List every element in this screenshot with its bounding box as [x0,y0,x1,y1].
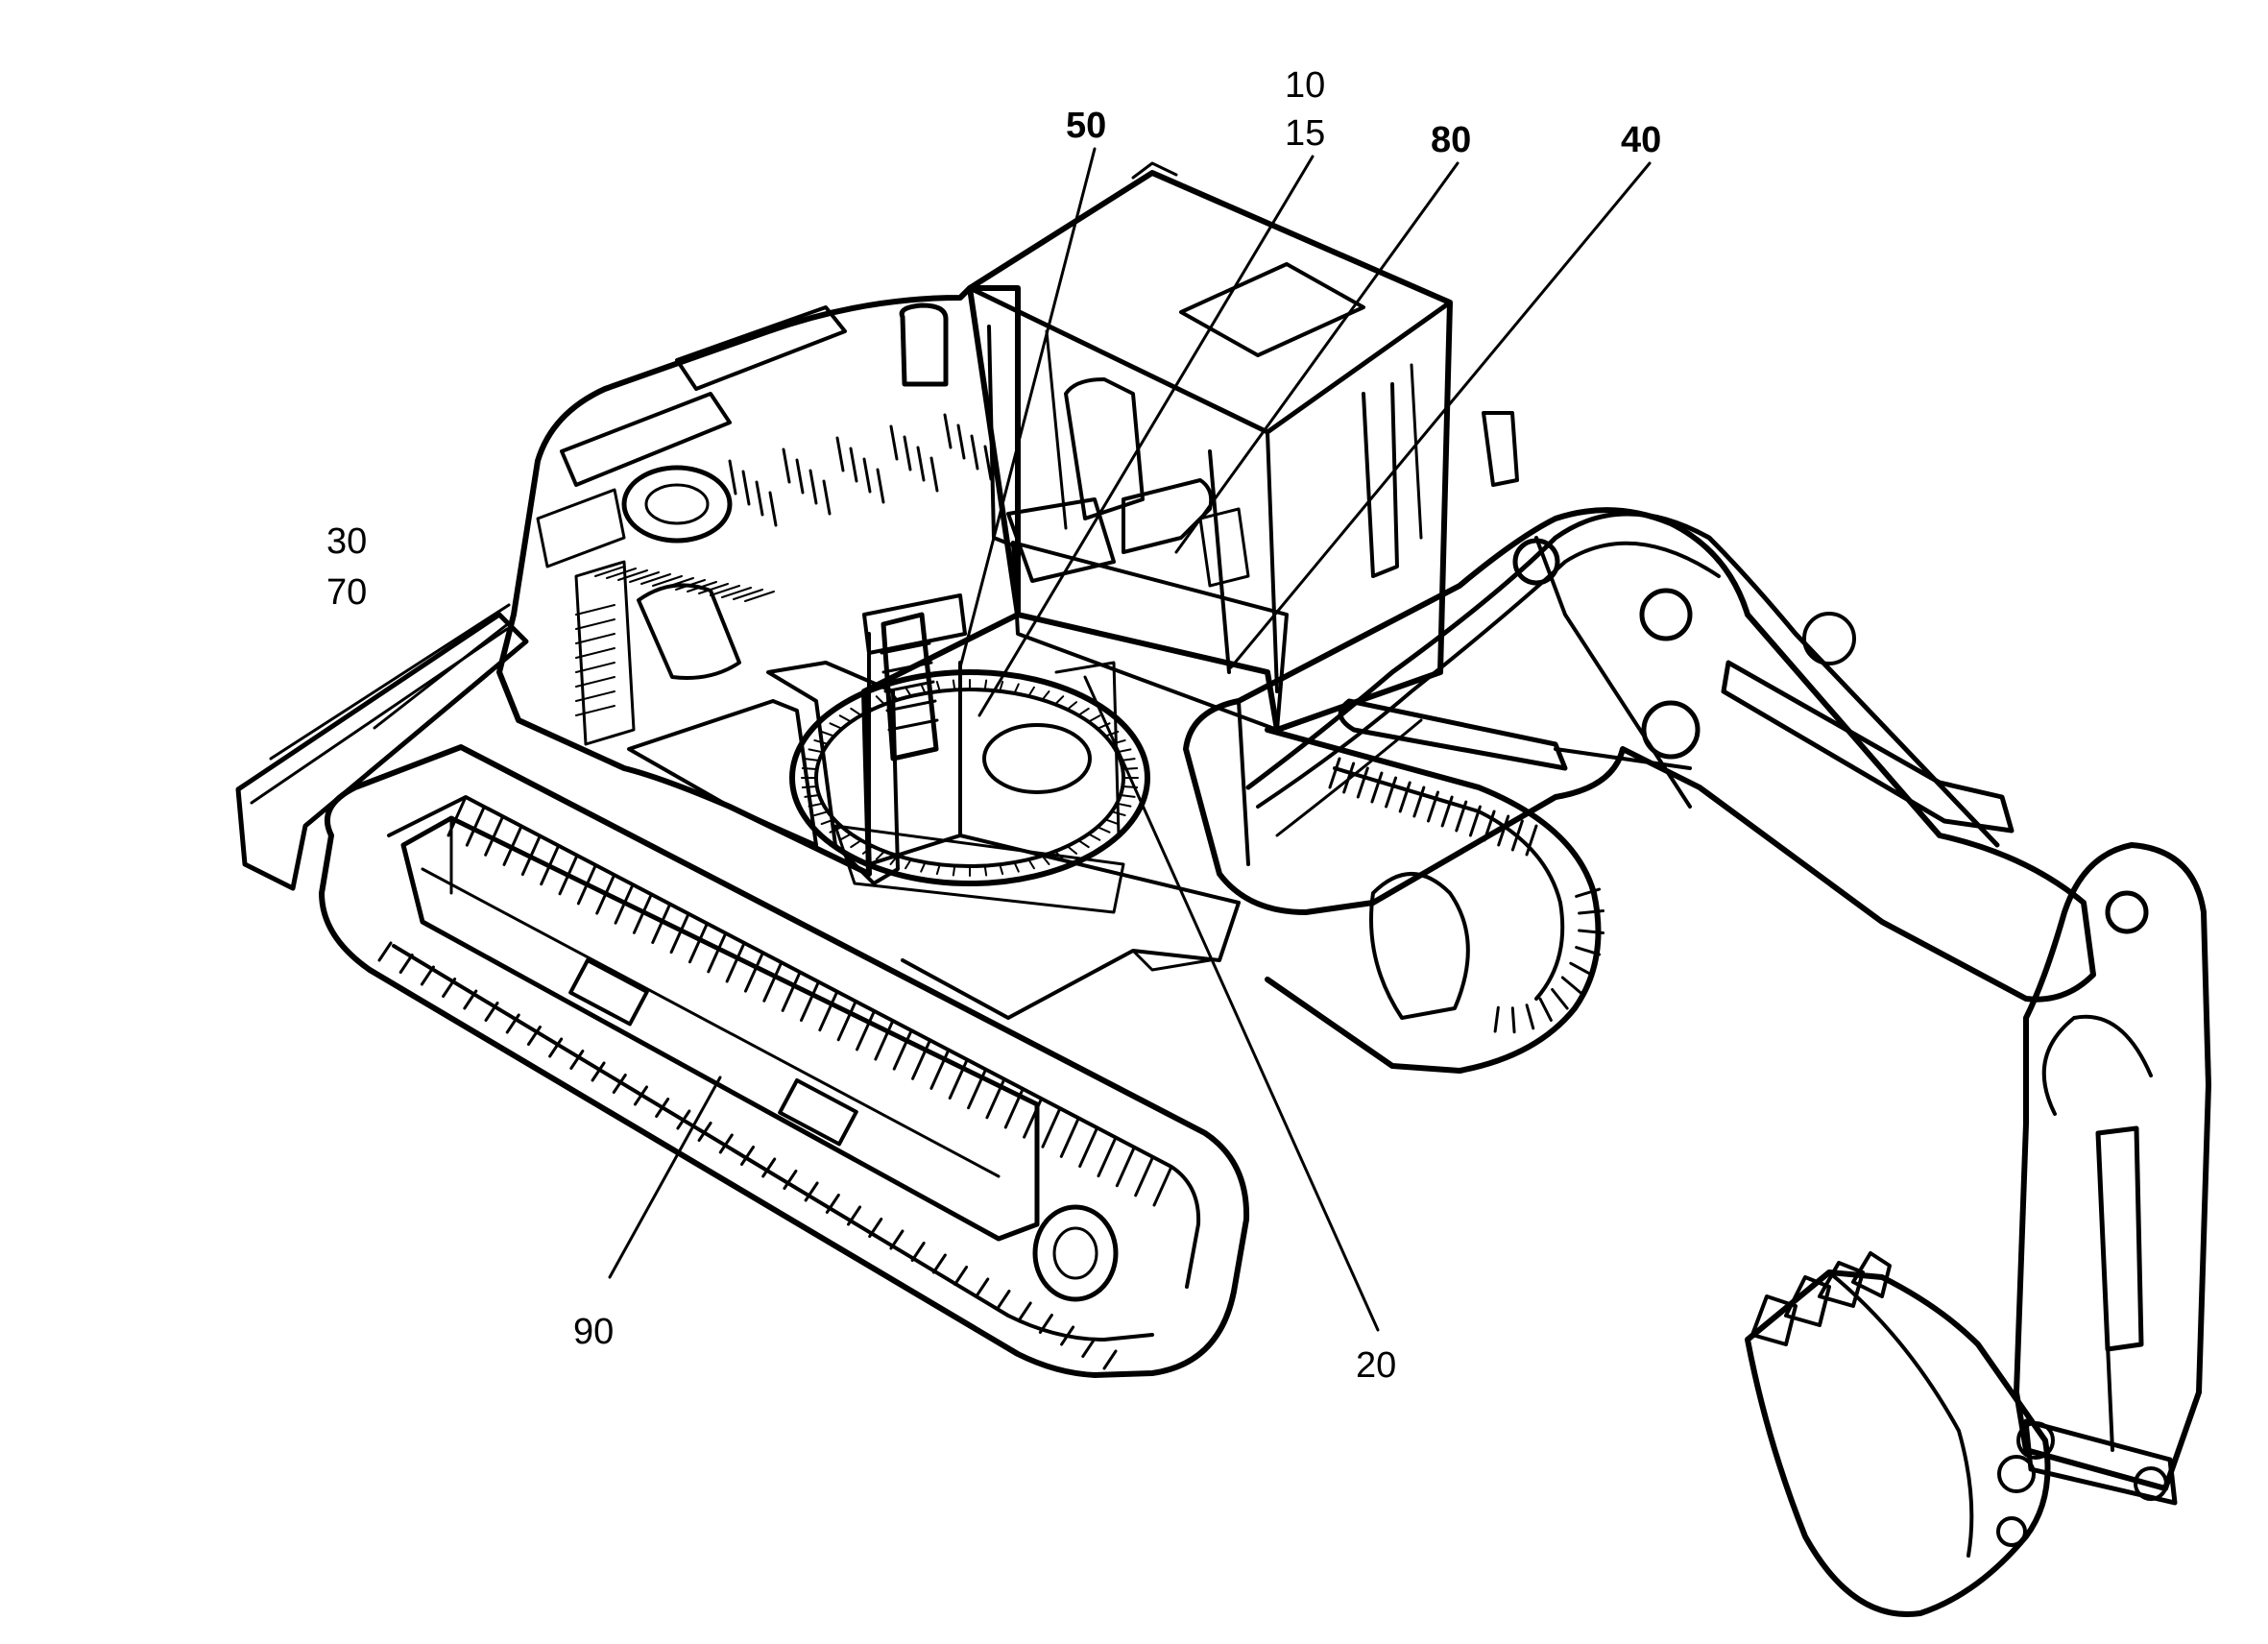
callout-30: 30 [326,521,368,562]
callout-80: 80 [1431,120,1472,160]
leader-20 [1083,675,1380,1332]
boom [1183,507,2096,1003]
dozer-blade [235,603,529,891]
leader-50 [958,147,1097,669]
slew-ring [789,593,1150,914]
callout-20: 20 [1356,1345,1397,1386]
callout-50: 50 [1066,106,1107,146]
leader-30-70 [373,617,516,730]
callout-70: 70 [326,572,368,613]
right-track [1265,727,1605,1074]
callout-40: 40 [1621,120,1662,160]
leader-40 [1229,161,1652,669]
right-track-pads [1328,757,1605,1034]
leader-lines [373,147,1652,1332]
callout-90: 90 [573,1312,615,1352]
left-track-pads [377,795,1173,1370]
left-track [319,744,1250,1378]
leader-80 [1174,161,1460,554]
callout-15: 15 [1285,113,1326,154]
leader-10-15 [977,155,1315,717]
undercarriage-frame [901,834,1241,1020]
bucket [1745,1251,2051,1617]
engine-housing [496,285,1021,885]
operator-cab [967,161,1519,733]
stick-arm [2014,842,2211,1506]
leader-90 [608,1076,722,1279]
callout-10: 10 [1285,65,1326,106]
